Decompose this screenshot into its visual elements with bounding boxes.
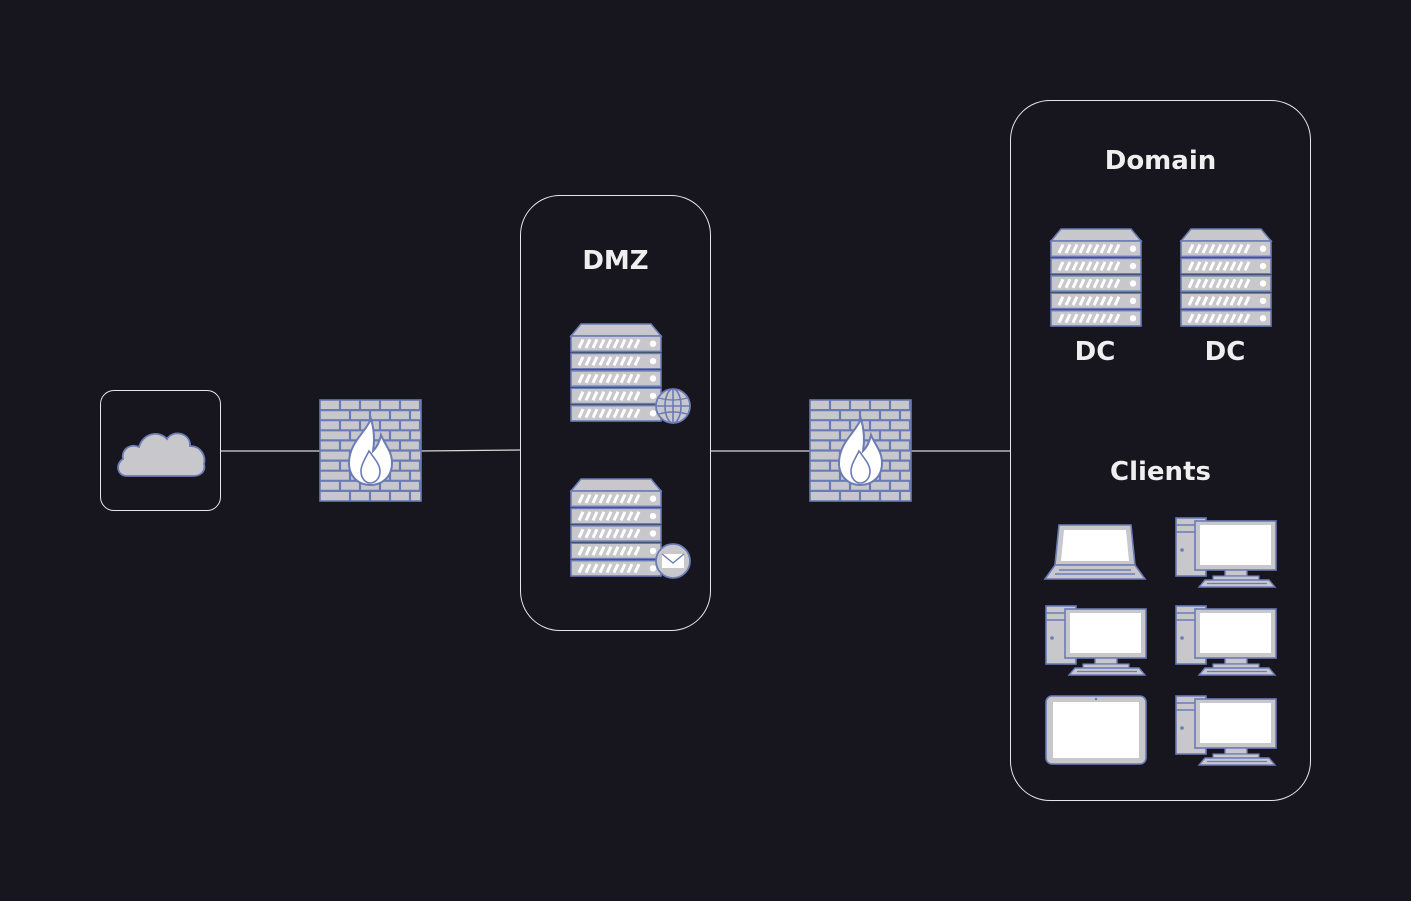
domain-group[interactable]: Domain DC DC Clients	[1010, 100, 1311, 801]
domain-controller-2-label: DC	[1204, 337, 1246, 367]
mail-server[interactable]	[569, 475, 691, 583]
inner-firewall[interactable]	[809, 399, 912, 502]
domain-controller-1[interactable]	[1049, 225, 1143, 329]
server-icon	[1179, 228, 1273, 327]
client-desktop-1[interactable]	[1175, 516, 1277, 588]
dmz-group[interactable]: DMZ	[520, 195, 711, 631]
outer-firewall[interactable]	[319, 399, 422, 502]
domain-controller-1-label: DC	[1074, 337, 1116, 367]
server-icon	[1049, 228, 1143, 327]
clients-title: Clients	[1110, 457, 1211, 487]
web-server-icon	[569, 323, 691, 424]
web-server[interactable]	[569, 320, 691, 428]
desktop-icon	[1045, 605, 1147, 676]
firewall-icon	[319, 399, 422, 502]
firewall-icon	[809, 399, 912, 502]
client-desktop-4[interactable]	[1175, 694, 1277, 766]
cloud-icon	[115, 426, 207, 478]
desktop-icon	[1175, 695, 1277, 766]
domain-controller-2[interactable]	[1179, 225, 1273, 329]
client-desktop-2[interactable]	[1045, 604, 1147, 676]
desktop-icon	[1175, 517, 1277, 588]
domain-title: Domain	[1104, 146, 1217, 176]
link-outer-firewall-dmz	[419, 449, 522, 452]
client-tablet[interactable]	[1045, 694, 1147, 766]
dmz-title: DMZ	[582, 246, 649, 276]
client-desktop-3[interactable]	[1175, 604, 1277, 676]
internet-box[interactable]	[100, 390, 221, 511]
client-laptop[interactable]	[1043, 523, 1147, 583]
desktop-icon	[1175, 605, 1277, 676]
tablet-icon	[1045, 695, 1147, 765]
mail-server-icon	[569, 478, 691, 579]
laptop-icon	[1043, 524, 1147, 580]
